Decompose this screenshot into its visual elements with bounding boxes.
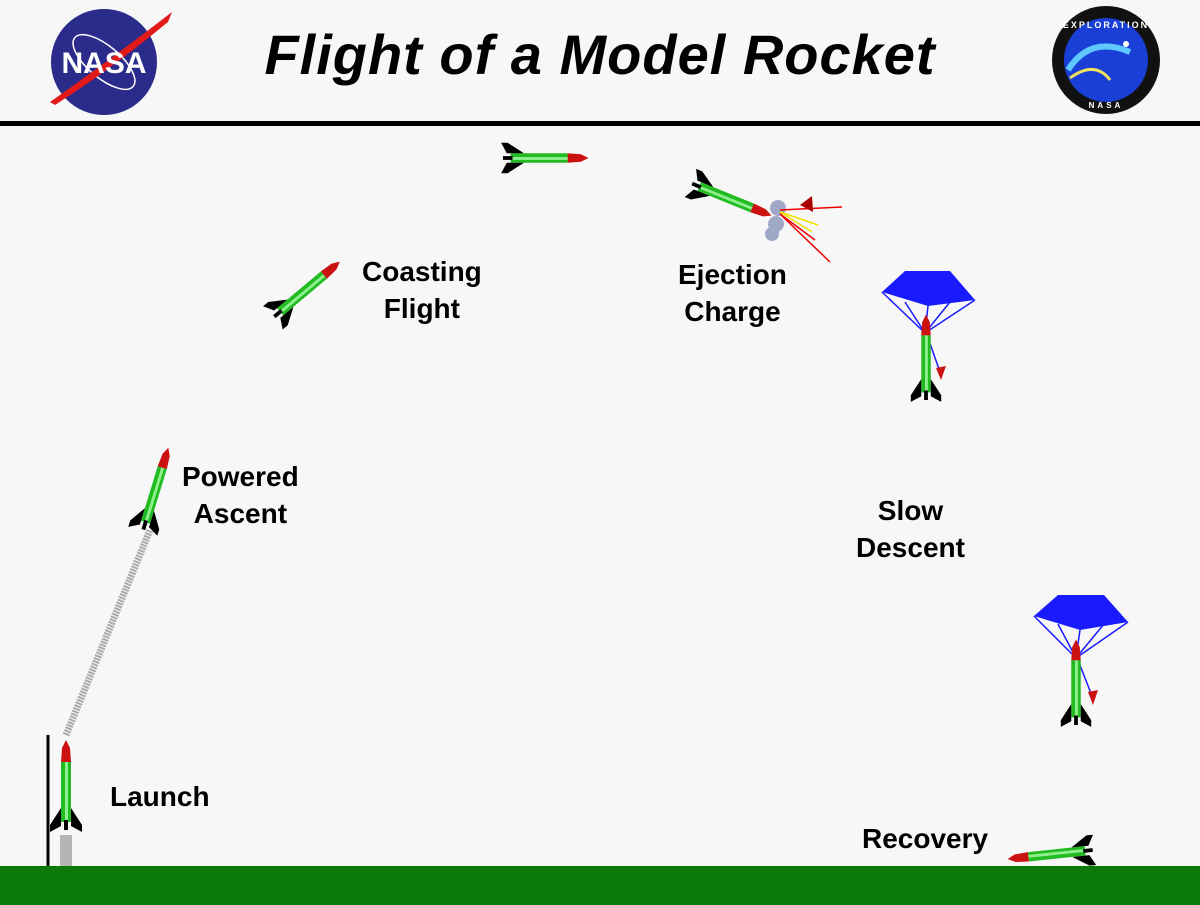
parachute-slow-descent <box>881 271 976 402</box>
exploration-logo-subtext: NASA <box>1089 101 1124 110</box>
stage-label-ejection-charge: Ejection Charge <box>678 256 787 330</box>
stage-label-coasting-flight: Coasting Flight <box>362 253 482 327</box>
exhaust-trail <box>62 528 154 737</box>
stage-label-line: Ascent <box>193 498 288 529</box>
stage-label-line: Coasting <box>362 256 482 287</box>
exploration-logo: EXPLORATION NASA <box>1052 6 1160 114</box>
parachute-recovery-approach <box>1033 595 1129 727</box>
exploration-logo-text: EXPLORATION <box>1063 20 1149 30</box>
rocket-ejection <box>684 168 778 230</box>
stage-label-line: Powered <box>182 461 299 492</box>
launch-exhaust <box>60 835 72 866</box>
stage-label-line: Recovery <box>862 823 989 854</box>
nasa-logo-text: NASA <box>61 47 146 80</box>
rocket-launch <box>50 740 82 832</box>
stage-label-line: Flight <box>383 293 460 324</box>
stage-label-powered-ascent: Powered Ascent <box>182 458 299 532</box>
stage-label-line: Slow <box>877 495 944 526</box>
page-title: Flight of a Model Rocket <box>264 23 936 86</box>
stage-label-recovery: Recovery <box>862 820 988 857</box>
header-divider <box>0 121 1200 126</box>
stage-label-slow-descent: Slow Descent <box>856 492 965 566</box>
stage-label-line: Descent <box>856 532 965 563</box>
rocket-apogee <box>501 142 589 174</box>
stage-label-launch: Launch <box>110 778 210 815</box>
nasa-logo: NASA <box>50 9 172 115</box>
ejection-burst <box>765 196 843 263</box>
rocket-coasting <box>263 250 350 330</box>
rocket-powered-ascent <box>128 443 183 536</box>
stage-label-line: Ejection <box>678 259 787 290</box>
ground <box>0 866 1200 905</box>
stage-label-line: Launch <box>110 781 210 812</box>
stage-label-line: Charge <box>684 296 781 327</box>
